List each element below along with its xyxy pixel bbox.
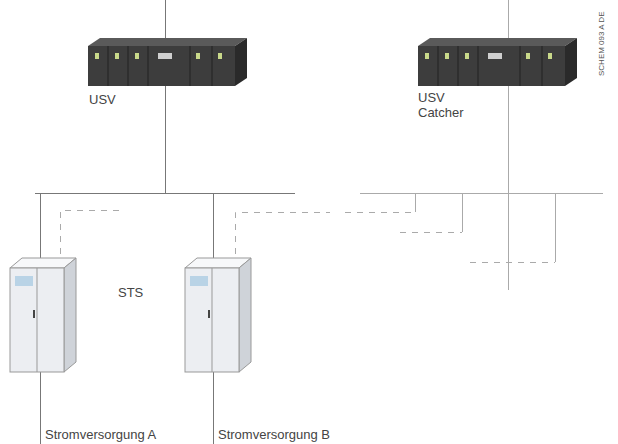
- cabinet-label: USV Catcher: [418, 90, 458, 120]
- ups-cabinet: [88, 38, 247, 86]
- cabinet-label: USV: [89, 92, 116, 107]
- supply-label: Stromversorgung A: [45, 427, 156, 442]
- catcher-wires: [360, 0, 603, 290]
- sts-cabinet: [185, 258, 251, 372]
- group-label: STS: [118, 285, 143, 300]
- dashed-links: [61, 211, 556, 267]
- drawing-code: SCHEM 093 A DE: [597, 12, 606, 76]
- cabinet-node: USV: [86, 36, 256, 116]
- wires: [35, 0, 295, 444]
- sts-cabinet: [10, 258, 76, 372]
- catcher-cabinet: [418, 38, 577, 86]
- cabinet-node: USV Catcher: [416, 36, 586, 126]
- supply-label: Stromversorgung B: [218, 427, 330, 442]
